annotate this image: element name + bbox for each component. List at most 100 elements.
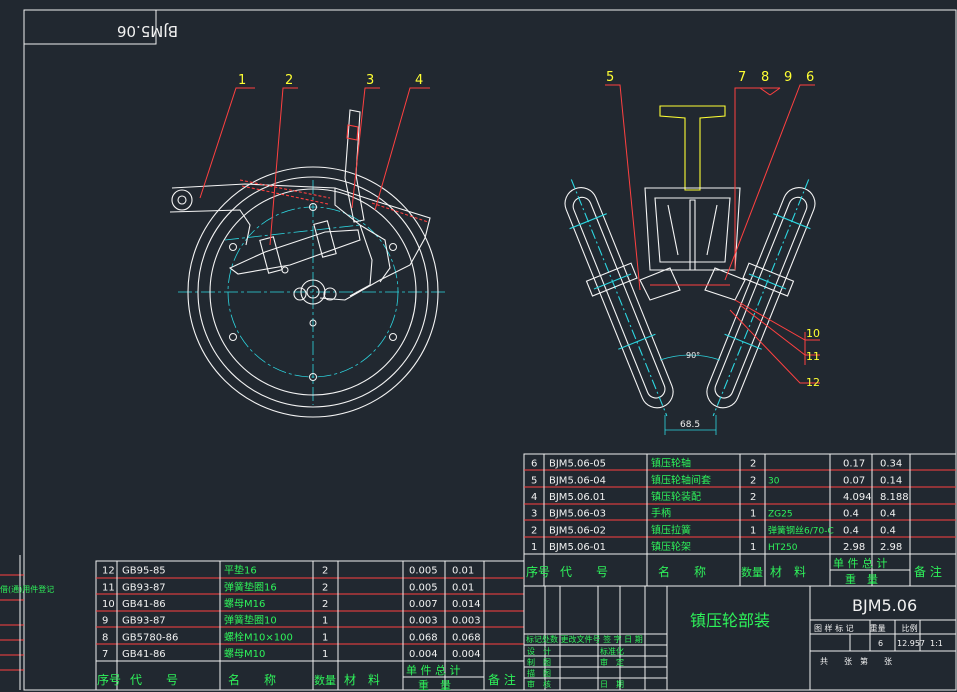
- mirrored-drawing-code: BJM5.06: [117, 22, 178, 40]
- bom-left-header-material: 材 料: [344, 673, 380, 687]
- bom-left-grid: [95, 560, 525, 691]
- right-balloon-labels: 5 7 8 9 6 10 11 12: [606, 70, 820, 389]
- role-standard: 标准化: [600, 646, 624, 656]
- bom-left-no: 11: [102, 582, 115, 593]
- bom-right-no: 4: [531, 492, 537, 503]
- scale: 1:1: [930, 639, 943, 648]
- bom-right-code: BJM5.06-03: [549, 509, 606, 520]
- bom-left-qty: 1: [322, 616, 328, 627]
- angle-dimension: 90°: [686, 351, 700, 360]
- bom-left-qty: 1: [322, 632, 328, 643]
- bom-left-name: 平垫16: [224, 564, 257, 577]
- left-balloon-labels: 1 2 3 4: [238, 73, 423, 88]
- role-date: 日 期: [600, 680, 624, 689]
- bom-right-unit: 0.4: [843, 525, 859, 536]
- bom-left-header-no: 序号: [97, 672, 121, 687]
- role-approve: 审 定: [600, 657, 624, 667]
- bom-right-code: BJM5.06.01: [549, 492, 606, 503]
- sheets-count: 6: [878, 639, 883, 648]
- bom-left-header-weight: 单 件 总 计: [406, 663, 461, 677]
- drawing-number: BJM5.06: [852, 596, 917, 615]
- bom-left-qty: 1: [322, 649, 328, 660]
- bom-right-unit: 4.094: [843, 492, 872, 503]
- bom-right-total: 0.34: [880, 459, 902, 470]
- bom-right-header-code: 代 号: [560, 565, 608, 579]
- bom-left-header-name: 名 称: [228, 672, 276, 687]
- bom-left-code: GB41-86: [122, 649, 166, 660]
- bom-left-name: 螺栓M10×100: [224, 630, 293, 643]
- bom-right-header-weight2: 重 量: [845, 572, 878, 586]
- balloon-7: 7: [738, 70, 746, 85]
- balloon-5: 5: [606, 70, 614, 85]
- bom-right-name: 镇压轮轴: [651, 457, 691, 470]
- bom-right-header-note: 备 注: [914, 564, 942, 579]
- bom-right-name: 镇压轮装配: [651, 490, 701, 503]
- bom-right-unit: 2.98: [843, 542, 865, 553]
- bom-left-code: GB5780-86: [122, 632, 178, 643]
- width-dimension: 68.5: [680, 420, 700, 430]
- bom-left-code: GB41-86: [122, 599, 166, 610]
- bom-left-total: 0.004: [452, 649, 481, 660]
- title-block-grid: [523, 585, 957, 691]
- balloon-6: 6: [806, 70, 814, 85]
- balloon-1: 1: [238, 73, 246, 88]
- left-edge-label: 借(通)用件登记: [0, 584, 54, 594]
- bom-left-no: 10: [102, 599, 115, 610]
- bom-left-code: GB93-87: [122, 582, 166, 593]
- role-trace: 描 图: [527, 668, 551, 678]
- balloon-12: 12: [806, 376, 820, 389]
- stage-labels: 图 样 标 记 重量 比例: [814, 623, 918, 633]
- bom-right-qty: 1: [750, 509, 756, 520]
- bom-right-name: 镇压轮轴间套: [651, 473, 711, 486]
- bom-right-total: 2.98: [880, 542, 902, 553]
- total-weight: 12.957: [897, 639, 925, 648]
- bom-right-qty: 2: [750, 475, 756, 486]
- bom-right-material: ZG25: [768, 510, 793, 520]
- bom-right-code: BJM5.06-01: [549, 542, 606, 553]
- role-design: 设 计: [527, 646, 551, 656]
- bom-right-no: 1: [531, 542, 537, 553]
- bom-left-name: 螺母M16: [224, 598, 265, 610]
- bom-right-no: 5: [531, 475, 537, 486]
- bom-left-total: 0.014: [452, 599, 481, 610]
- bom-left-header-code: 代 号: [130, 673, 178, 687]
- bom-right-name: 手柄: [651, 507, 671, 520]
- balloon-4: 4: [415, 73, 423, 88]
- bom-right-name: 镇压轮架: [651, 540, 691, 553]
- bom-right-header-qty: 数量: [741, 566, 763, 579]
- bom-left-code: GB93-87: [122, 616, 166, 627]
- bom-right-qty: 1: [750, 525, 756, 536]
- right-leaders: [605, 84, 820, 384]
- bom-left-no: 9: [102, 616, 108, 627]
- bom-left-name: 弹簧垫圈10: [224, 614, 277, 627]
- bom-right-total: 0.4: [880, 525, 896, 536]
- bom-right-code: BJM5.06-04: [549, 475, 606, 486]
- bom-left-header-weight2: 重 量: [418, 678, 451, 692]
- bom-right-material: 弹簧钢丝6/70-C: [768, 524, 834, 536]
- bom-left-qty: 2: [322, 566, 328, 577]
- bom-left-qty: 2: [322, 599, 328, 610]
- role-draw: 制 图: [527, 657, 551, 667]
- bom-right-material: 30: [768, 476, 780, 486]
- bom-left-code: GB95-85: [122, 566, 166, 577]
- revision-header: 标记处数 更改文件号 签 字 日 期: [526, 634, 643, 644]
- bom-left-unit: 0.068: [409, 632, 438, 643]
- bom-right-header-no: 序号: [526, 564, 550, 579]
- balloon-8: 8: [761, 70, 769, 85]
- bom-left-header-qty: 数量: [314, 674, 336, 687]
- bom-right-header-material: 材 料: [770, 565, 806, 579]
- part-name: 镇压轮部装: [690, 611, 770, 630]
- bom-right-unit: 0.4: [843, 509, 859, 520]
- balloon-3: 3: [366, 73, 374, 88]
- bom-left-name: 螺母M10: [224, 648, 265, 660]
- bom-left-unit: 0.007: [409, 599, 438, 610]
- bom-right-no: 2: [531, 525, 537, 536]
- bom-right-unit: 0.07: [843, 475, 865, 486]
- bom-right-name: 镇压拉簧: [651, 523, 691, 536]
- balloon-11: 11: [806, 350, 820, 363]
- bom-right-unit: 0.17: [843, 459, 865, 470]
- bom-right-grid: [523, 453, 957, 587]
- bom-left-unit: 0.003: [409, 616, 438, 627]
- bom-left-total: 0.068: [452, 632, 481, 643]
